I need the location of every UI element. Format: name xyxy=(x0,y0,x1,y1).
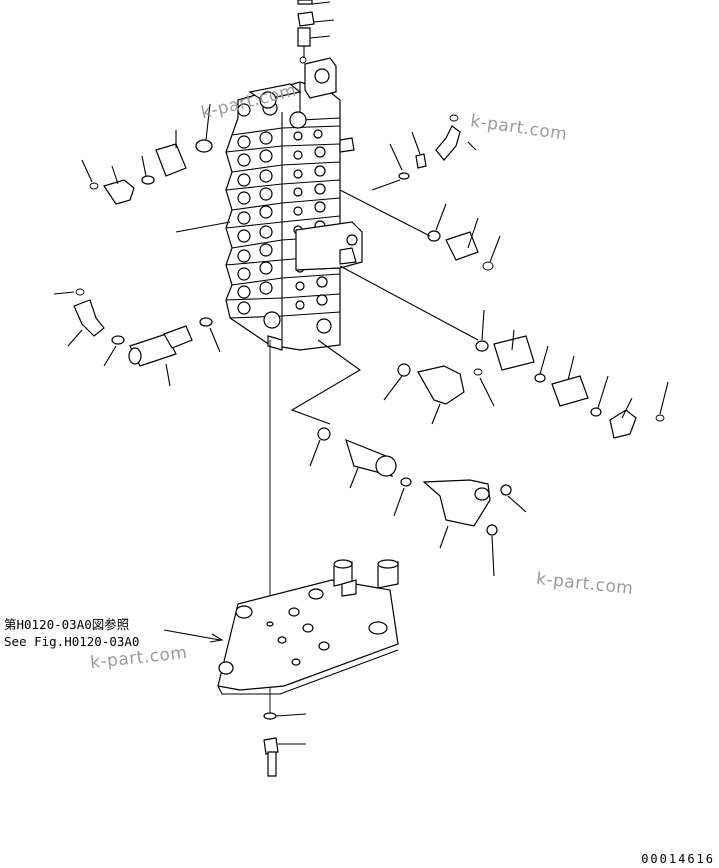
left-lower-fittings xyxy=(53,288,221,387)
reference-arrow xyxy=(163,629,224,643)
right-lower-fittings xyxy=(339,265,669,439)
figure-reference-en: See Fig.H0120-03A0 xyxy=(4,634,140,649)
control-valve-body xyxy=(225,57,363,351)
right-upper-fittings xyxy=(339,114,501,271)
bolt-and-washer xyxy=(263,712,307,777)
base-plate xyxy=(217,559,399,695)
top-fitting-group xyxy=(297,0,335,64)
drawing-number: 00014616 xyxy=(641,852,715,866)
center-lower-fittings xyxy=(290,339,527,577)
figure-reference-jp: 第H0120-03A0図参照 xyxy=(4,617,130,632)
left-upper-fittings xyxy=(81,103,231,233)
